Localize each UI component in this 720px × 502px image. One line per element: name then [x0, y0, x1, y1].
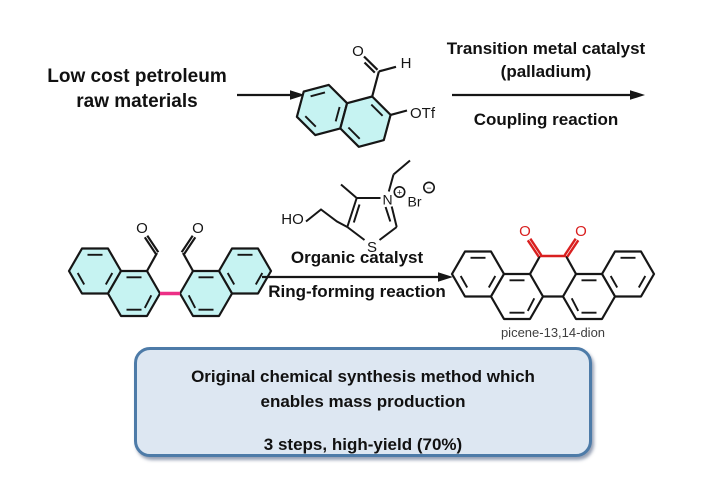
- benzene-rings: [450, 250, 656, 321]
- oxygen-label: O: [519, 223, 531, 240]
- benzene-rings: [67, 247, 273, 318]
- catalyst-line-2: (palladium): [500, 62, 592, 81]
- molecule-binaphthalene-dialdehyde: O O: [67, 220, 273, 318]
- reactant-line-2: raw materials: [76, 91, 198, 112]
- oxygen-label: O: [192, 220, 204, 237]
- product-caption: picene-13,14-dion: [501, 325, 605, 340]
- reactant-label: Low cost petroleum raw materials: [25, 64, 249, 114]
- plus-charge-icon: [393, 186, 406, 199]
- plus-charge-label: +: [397, 187, 402, 197]
- step1-reaction-label: Coupling reaction: [473, 110, 619, 129]
- arrow-right-icon: [237, 90, 305, 100]
- summary-line-1: Original chemical synthesis method which: [191, 367, 535, 386]
- minus-charge-label: −: [426, 183, 431, 193]
- nitrogen-label: N: [382, 192, 392, 208]
- dione-ring-bonds: [529, 255, 577, 298]
- molecule-naphthaldehyde-otf: O H OTf: [295, 43, 436, 148]
- oxygen-label: O: [136, 220, 148, 237]
- oxygen-label: O: [575, 223, 587, 240]
- benzene-rings: [295, 83, 392, 148]
- aldehyde-group: [143, 235, 197, 272]
- thiazole-ring-bonds: [346, 197, 398, 241]
- molecule-thiazolium-catalyst: HO N S + Br −: [281, 159, 435, 256]
- otf-bond: [390, 109, 408, 116]
- summary-box: Original chemical synthesis method which…: [134, 347, 592, 457]
- benzene-ring: [339, 95, 392, 148]
- molecule-picene-dione: O O picene-13,14-dion: [450, 223, 656, 340]
- step2-catalyst-label: Organic catalyst: [290, 248, 424, 267]
- catalyst-line-1: Transition metal catalyst: [446, 39, 646, 58]
- summary-line-2: enables mass production: [260, 392, 466, 411]
- triflate-label: OTf: [410, 105, 436, 122]
- double-bond-lines: [304, 91, 384, 140]
- sulfur-label: S: [367, 239, 377, 256]
- step2-reaction-label: Ring-forming reaction: [268, 282, 446, 301]
- bromide-label: Br: [408, 194, 422, 210]
- minus-charge-icon: [422, 181, 435, 194]
- step1-catalyst-label: Transition metal catalyst (palladium): [421, 37, 671, 83]
- arrow-right-icon: [452, 90, 645, 100]
- arrow-right-icon: [262, 272, 453, 282]
- carbonyl-bonds: [526, 238, 580, 258]
- hydroxy-label: HO: [281, 211, 304, 228]
- reactant-line-1: Low cost petroleum: [47, 66, 227, 87]
- aldehyde-group: [363, 55, 397, 97]
- substituent-bonds: [305, 159, 411, 228]
- summary-line-3: 3 steps, high-yield (70%): [263, 435, 463, 454]
- hydrogen-label: H: [401, 55, 412, 72]
- double-bond-lines: [459, 256, 647, 314]
- double-bond-lines: [76, 253, 264, 311]
- oxygen-label: O: [352, 43, 364, 60]
